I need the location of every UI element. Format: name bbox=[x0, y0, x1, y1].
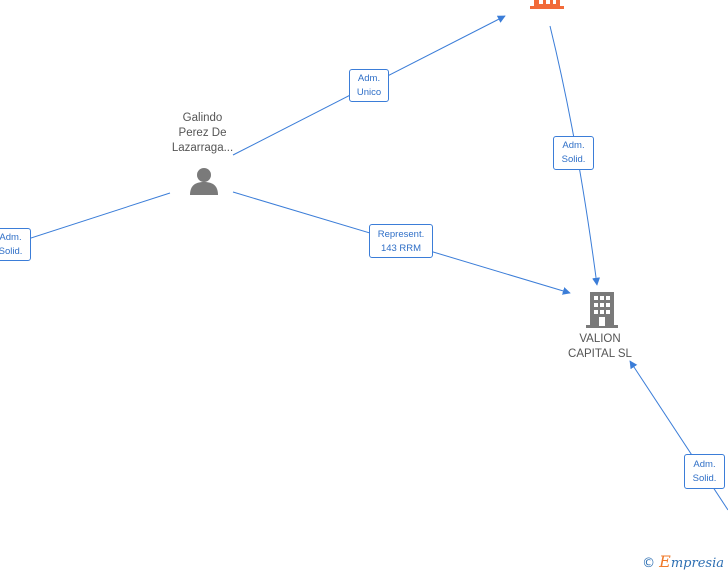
copyright-icon: © bbox=[642, 556, 656, 571]
person-name[interactable]: Galindo Perez De Lazarraga... bbox=[171, 112, 234, 154]
edge-label-adm-solid-left[interactable]: Adm. Solid. bbox=[0, 228, 31, 261]
empresia-brand-logo: ©Empresia bbox=[642, 552, 724, 571]
edge-label-adm-unico[interactable]: Adm. Unico bbox=[349, 69, 389, 102]
edge-label-adm-solid-top[interactable]: Adm. Solid. bbox=[553, 136, 594, 170]
brand-text: mpresia bbox=[670, 556, 724, 571]
company-building-icon[interactable] bbox=[586, 292, 618, 328]
person-icon[interactable] bbox=[189, 167, 219, 195]
company-name[interactable]: VALION CAPITAL SL bbox=[568, 333, 632, 360]
brand-initial: E bbox=[659, 552, 671, 571]
highlighted-company-building-icon[interactable] bbox=[530, 0, 564, 10]
edge-label-adm-solid-bottom[interactable]: Adm. Solid. bbox=[684, 454, 725, 489]
edge-label-represent[interactable]: Represent. 143 RRM bbox=[369, 224, 433, 258]
